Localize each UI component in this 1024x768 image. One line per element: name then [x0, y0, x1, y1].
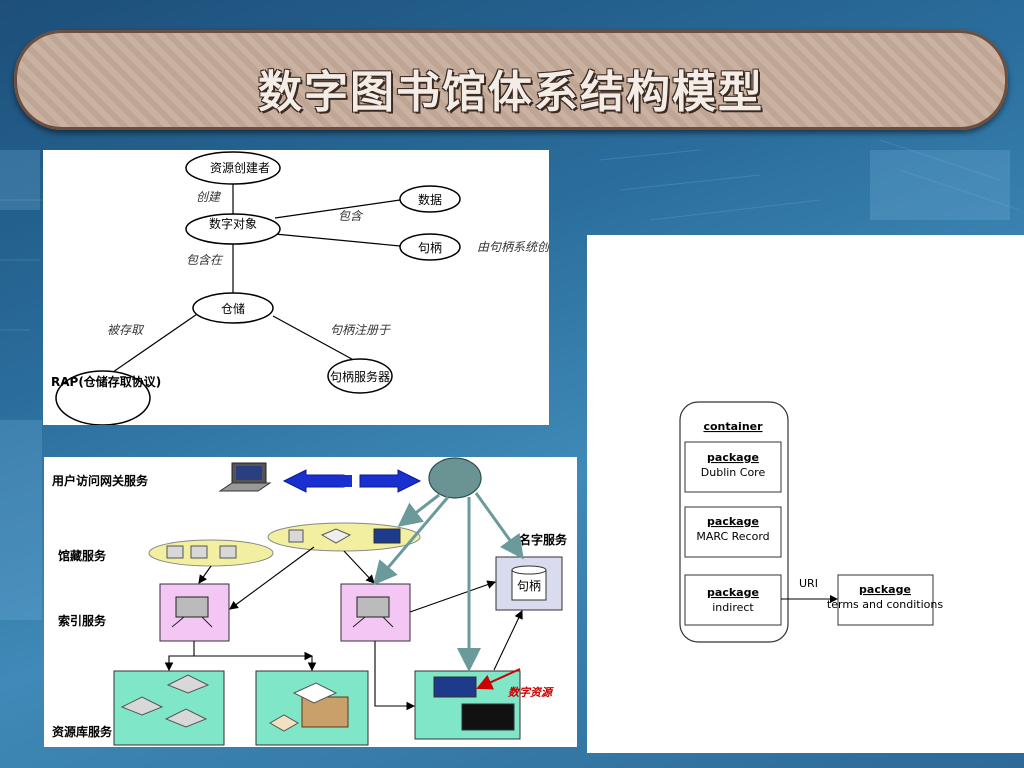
- package-1-title: package: [707, 451, 759, 464]
- edge-label-contains: 包含: [338, 209, 364, 223]
- parcel-icon: [268, 682, 349, 732]
- page-title: 数字图书馆体系结构模型: [258, 67, 764, 118]
- edge-label-create: 创建: [196, 190, 222, 204]
- index-machine-icon-left: [171, 596, 213, 628]
- digital-resource-arrow: [476, 668, 521, 690]
- name-service-label: 名字服务: [519, 532, 568, 547]
- label-rap: RAP(仓储存取协议): [51, 374, 161, 389]
- service-architecture-svg: 用户访问网关服务 馆藏服务 索引服务 资源库服务: [51, 457, 568, 746]
- package-3-title: package: [707, 586, 759, 599]
- container-package-svg: container package Dublin Core package MA…: [679, 401, 943, 643]
- package-2-desc: MARC Record: [696, 530, 769, 543]
- package-box-3: [684, 574, 782, 626]
- title-bar: 数字图书馆体系结构模型: [14, 30, 1008, 130]
- digital-image-bottom: [461, 703, 515, 731]
- database-icon: [511, 565, 547, 601]
- external-package-desc: terms and conditions: [827, 598, 943, 611]
- mixed-media-icon: [288, 528, 401, 544]
- digital-image-top: [433, 676, 477, 698]
- layer-repository: 资源库服务: [52, 724, 113, 739]
- package-3-desc: indirect: [712, 601, 754, 614]
- node-handle-server: [327, 358, 393, 394]
- digital-object-svg: 资源创建者 数字对象 数据 句柄 仓储 RAP(仓储存取协议) 句柄服务器 创建…: [51, 151, 563, 426]
- node-digital-object: [185, 213, 281, 245]
- node-handle: [399, 233, 461, 261]
- label-data: 数据: [418, 192, 442, 207]
- open-books-icon: [120, 674, 210, 728]
- gateway-node: [428, 457, 482, 499]
- external-package-title: package: [859, 583, 911, 596]
- bidirectional-arrow: [282, 469, 422, 493]
- index-machine-icon-right: [352, 596, 394, 628]
- uri-label: URI: [799, 577, 818, 590]
- label-repository: 仓储: [221, 301, 245, 316]
- package-box-2: [684, 506, 782, 558]
- books-icon: [166, 545, 237, 559]
- digital-resource-label: 数字资源: [508, 686, 554, 699]
- label-digital-object: 数字对象: [209, 216, 257, 231]
- package-box-1: [684, 441, 782, 493]
- edge-label-accessed-by: 被存取: [107, 323, 145, 337]
- laptop-icon: [218, 462, 272, 492]
- label-handle: 句柄: [418, 241, 442, 255]
- edge-label-handle-note: 由句柄系统创建: [477, 240, 549, 254]
- layer-gateway: 用户访问网关服务: [51, 473, 149, 488]
- container-label: container: [703, 420, 763, 433]
- node-repository: [192, 292, 274, 324]
- package-2-title: package: [707, 515, 759, 528]
- package-1-desc: Dublin Core: [701, 466, 766, 479]
- node-creator: [185, 151, 281, 185]
- edge-label-contained-in: 包含在: [186, 253, 224, 267]
- service-architecture-diagram: 用户访问网关服务 馆藏服务 索引服务 资源库服务: [44, 457, 577, 747]
- external-package-box: [837, 574, 934, 626]
- label-handle-server: 句柄服务器: [330, 369, 390, 384]
- digital-object-diagram: 资源创建者 数字对象 数据 句柄 仓储 RAP(仓储存取协议) 句柄服务器 创建…: [43, 150, 563, 426]
- node-data: [399, 185, 461, 213]
- layer-collection: 馆藏服务: [58, 548, 107, 563]
- edge-label-registered-in: 句柄注册于: [330, 323, 391, 337]
- container-package-diagram: container package Dublin Core package MA…: [587, 235, 1024, 753]
- handle-label: 句柄: [517, 579, 541, 593]
- label-creator: 资源创建者: [210, 161, 270, 175]
- layer-index: 索引服务: [58, 613, 107, 628]
